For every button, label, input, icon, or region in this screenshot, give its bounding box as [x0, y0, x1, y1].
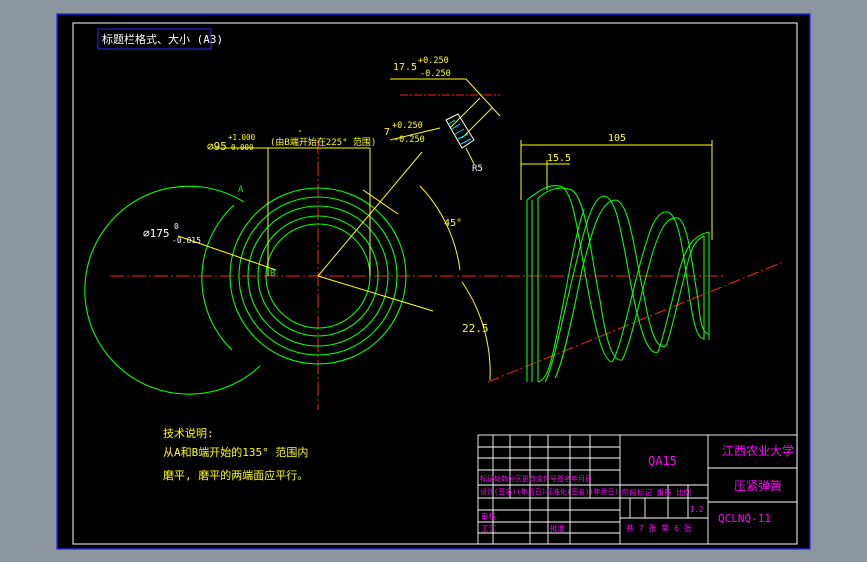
coil-ring	[229, 187, 407, 365]
outer-diameter-lower: -0.015	[172, 236, 201, 245]
wire-section-detail	[389, 78, 501, 165]
revision-row: 标记处数分区更改文件号签名年月日	[480, 474, 592, 483]
angle-22-5-label: 22.5	[462, 322, 489, 335]
detail-extension	[461, 107, 493, 139]
coil-turn	[526, 185, 613, 363]
coil-outer-arc	[84, 185, 261, 395]
outer-diameter-upper: 0	[174, 222, 179, 231]
drawing-number: QCLNQ-11	[718, 512, 771, 525]
coil-turn	[554, 199, 667, 379]
detail-extension	[449, 97, 481, 129]
length-105-label: 105	[608, 133, 626, 144]
wire-lower: -0.250	[394, 135, 425, 145]
angle-45-label: 45°	[444, 218, 462, 229]
top-tolerance-value: 17.5	[393, 62, 417, 73]
title-block	[477, 434, 798, 545]
tech-notes-line1: 从A和B端开始的135° 范围内	[163, 445, 308, 459]
leader-line	[177, 235, 277, 271]
coil-ring	[247, 205, 389, 347]
hatch-lines	[448, 119, 472, 145]
approve-label: 批准	[550, 523, 565, 533]
wire-value: 7	[384, 127, 390, 138]
coil-turn	[621, 217, 710, 361]
viewport-border	[56, 13, 811, 550]
radius-leader	[465, 147, 475, 165]
spring-side-view	[526, 185, 710, 383]
radial-line	[317, 275, 434, 312]
point-b-label: B	[270, 269, 275, 279]
design-row: 设计(签名)(年月日)标准化(签名)(年月日)	[480, 487, 619, 496]
wire-section-hatch	[445, 113, 475, 149]
radius-label: R5	[472, 164, 483, 174]
angle-arc-22-5	[461, 281, 491, 381]
coil-turn	[611, 211, 705, 363]
detail-extension	[465, 78, 501, 117]
review-label: 审核	[481, 511, 496, 521]
stage-labels: 阶段标记 重量 比例	[622, 487, 691, 497]
sheet-label: 标题栏格式、大小 (A3)	[102, 32, 223, 46]
tech-notes-title: 技术说明:	[163, 426, 214, 440]
coil-ring	[257, 215, 379, 337]
coil-outer-arc	[201, 204, 235, 351]
outer-diameter-value: ∅175	[143, 227, 170, 240]
tech-notes-line2: 磨平, 磨平的两端面应平行。	[163, 468, 308, 482]
inclined-center-line	[487, 261, 784, 383]
grind-range-note: (由B端开始在225° 范围)	[270, 136, 376, 148]
spring-end-view	[84, 185, 407, 395]
length-15-5-label: 15.5	[547, 153, 571, 164]
side-view-dimensions	[520, 140, 713, 240]
sheet-info: 共 7 张 第 6 张	[626, 523, 692, 533]
end-view-dimension-lines	[177, 130, 491, 381]
material-label: QA15	[648, 454, 677, 468]
inner-diameter-value: ∅95	[207, 140, 227, 153]
drawing-sheet	[57, 14, 810, 549]
leader-line	[362, 189, 399, 215]
inner-diameter-lower: 0.000	[231, 143, 254, 152]
drawing-frame	[72, 22, 798, 545]
coil-turn	[537, 187, 623, 361]
coil-turn	[537, 209, 585, 383]
school-name: 江西农业大学	[722, 443, 794, 458]
title-block-outline	[477, 434, 798, 545]
sheet-label-box	[97, 28, 212, 50]
coil-ring	[238, 196, 398, 356]
process-label: 工艺	[481, 524, 496, 533]
angle-arc-45	[419, 185, 461, 271]
top-tolerance-upper: +0.250	[418, 56, 449, 66]
coil-turn	[657, 231, 710, 353]
scale-value: 1.2	[690, 505, 704, 514]
point-a-label: A	[238, 185, 244, 195]
coil-turn	[665, 235, 705, 347]
inner-diameter-upper: +1.000	[228, 133, 256, 142]
part-name: 压紧弹簧	[734, 478, 782, 493]
wire-upper: +0.250	[392, 121, 423, 131]
top-tolerance-lower: -0.250	[420, 69, 451, 79]
wire-leader	[389, 127, 441, 141]
